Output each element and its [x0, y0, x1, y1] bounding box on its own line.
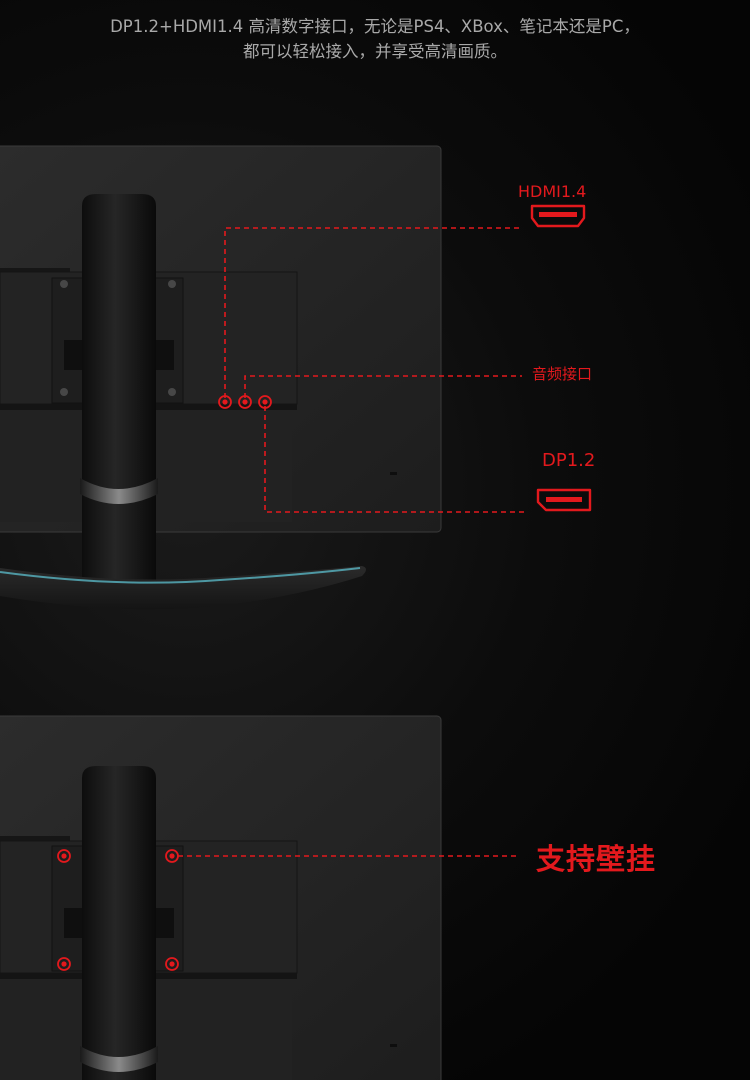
red-target-dot-icon — [165, 849, 179, 863]
wall-mount-label: 支持壁挂 — [536, 842, 657, 876]
monitor-back-wall-mount — [0, 715, 442, 1080]
red-target-dot-icon — [258, 395, 272, 409]
displayport-label: DP1.2 — [542, 450, 596, 471]
hdmi-port-icon — [530, 204, 586, 228]
intro-line-1: DP1.2+HDMI1.4 高清数字接口，无论是PS4、XBox、笔记本还是PC… — [110, 17, 640, 36]
port-callout-lines — [224, 227, 524, 513]
red-target-dot-icon — [57, 957, 71, 971]
monitor-back-ports — [0, 145, 442, 610]
audio-port-label: 音频接口 — [532, 365, 593, 383]
intro-line-2: 都可以轻松接入，并享受高清画质。 — [243, 42, 507, 61]
displayport-icon — [536, 488, 592, 512]
hdmi-label: HDMI1.4 — [518, 182, 587, 201]
red-target-dot-icon — [218, 395, 232, 409]
red-target-dot-icon — [238, 395, 252, 409]
red-target-dot-icon — [165, 957, 179, 971]
intro-text: DP1.2+HDMI1.4 高清数字接口，无论是PS4、XBox、笔记本还是PC… — [0, 14, 750, 64]
red-target-dot-icon — [57, 849, 71, 863]
